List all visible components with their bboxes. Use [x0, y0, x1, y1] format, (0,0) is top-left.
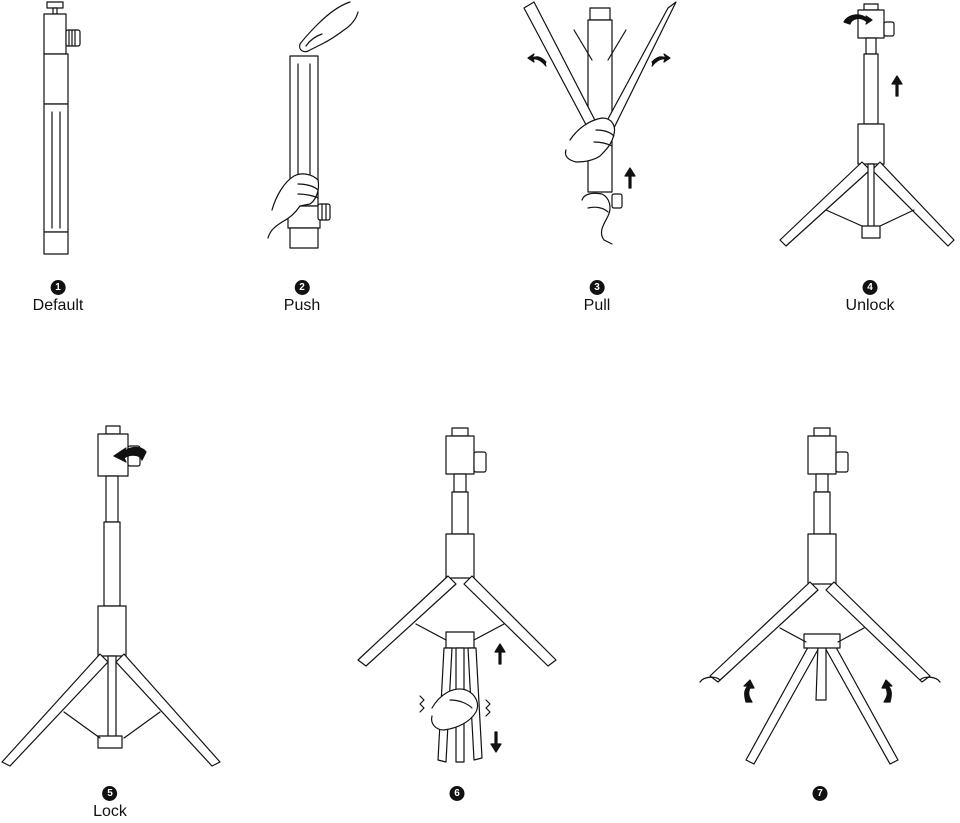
- step-number-badge: 7: [812, 786, 828, 801]
- step-number-badge: 6: [449, 786, 465, 801]
- step-3-label: 3 Pull: [583, 280, 611, 315]
- unlock-knob-extend-illustration: [779, 3, 955, 247]
- step-number-badge: 5: [102, 786, 118, 801]
- step-caption: Pull: [583, 297, 611, 314]
- step-caption: Default: [32, 297, 84, 314]
- push-button-hand-illustration: [267, 1, 359, 249]
- step-number-badge: 2: [294, 280, 310, 295]
- step-number-badge: 3: [589, 280, 605, 295]
- pull-legs-apart-illustration: [523, 1, 677, 245]
- step-caption: Unlock: [845, 297, 895, 314]
- step-number-badge: 1: [50, 280, 66, 295]
- legs-sliding-adjustment-illustration: [357, 427, 557, 763]
- folded-tripod-illustration: [43, 1, 81, 255]
- step-2-label: 2 Push: [284, 280, 320, 315]
- step-7-label: 7: [812, 786, 828, 801]
- step-5-label: 5 Lock: [93, 786, 127, 821]
- step-caption: Push: [283, 297, 321, 314]
- step-4-label: 4 Unlock: [845, 280, 895, 315]
- step-number-badge: 4: [862, 280, 878, 295]
- tripod-legs-spread-illustration: [699, 427, 941, 765]
- lock-knob-illustration: [1, 425, 221, 767]
- step-caption: Lock: [93, 803, 127, 820]
- step-1-label: 1 Default: [32, 280, 84, 315]
- step-6-label: 6: [449, 786, 465, 801]
